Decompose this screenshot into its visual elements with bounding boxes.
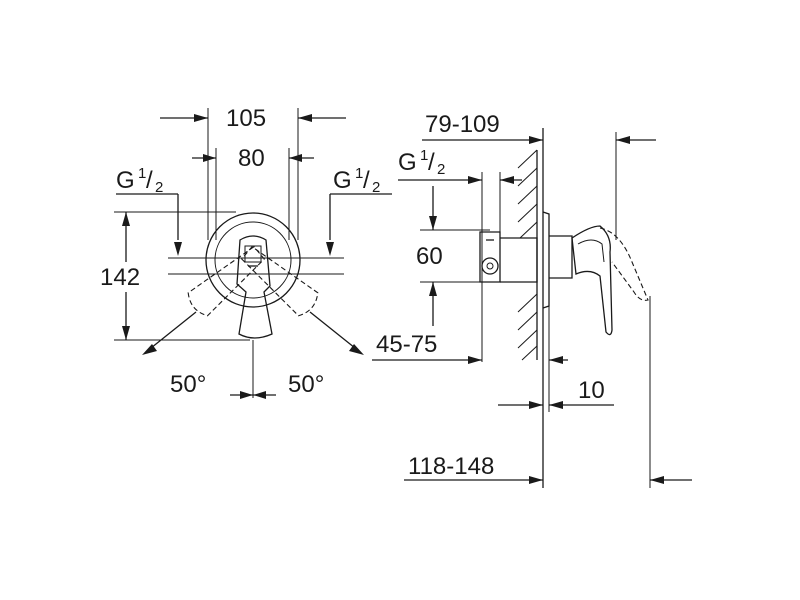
front-thread-right-slash: / (363, 167, 370, 194)
front-thread-right-base: G (333, 167, 352, 194)
side-view: 79-109 G 1 / 2 60 (372, 111, 692, 488)
front-view: 105 80 G 1 / 2 G 1 / 2 142 (100, 105, 392, 399)
front-angle-right: 50° (288, 371, 324, 398)
side-depth-118-148: 118-148 (408, 453, 494, 480)
wall-hatching (517, 149, 538, 361)
front-angle-left: 50° (170, 371, 206, 398)
side-height-60: 60 (416, 243, 443, 270)
front-thread-left-num: 1 (138, 165, 146, 182)
front-width-80: 80 (238, 145, 265, 172)
side-thread-slash: / (428, 149, 435, 176)
front-thread-left-den: 2 (155, 179, 163, 196)
side-depth-79-109: 79-109 (425, 111, 500, 138)
side-thread-num: 1 (420, 147, 428, 164)
front-thread-left-base: G (116, 167, 135, 194)
side-thread-den: 2 (437, 161, 445, 178)
front-thread-left-slash: / (146, 167, 153, 194)
side-offset-10: 10 (578, 377, 605, 404)
front-width-105: 105 (226, 105, 266, 132)
side-thread-base: G (398, 149, 417, 176)
front-thread-right-den: 2 (372, 179, 380, 196)
side-recess-45-75: 45-75 (376, 331, 437, 358)
front-thread-right-num: 1 (355, 165, 363, 182)
front-height-142: 142 (100, 264, 140, 291)
